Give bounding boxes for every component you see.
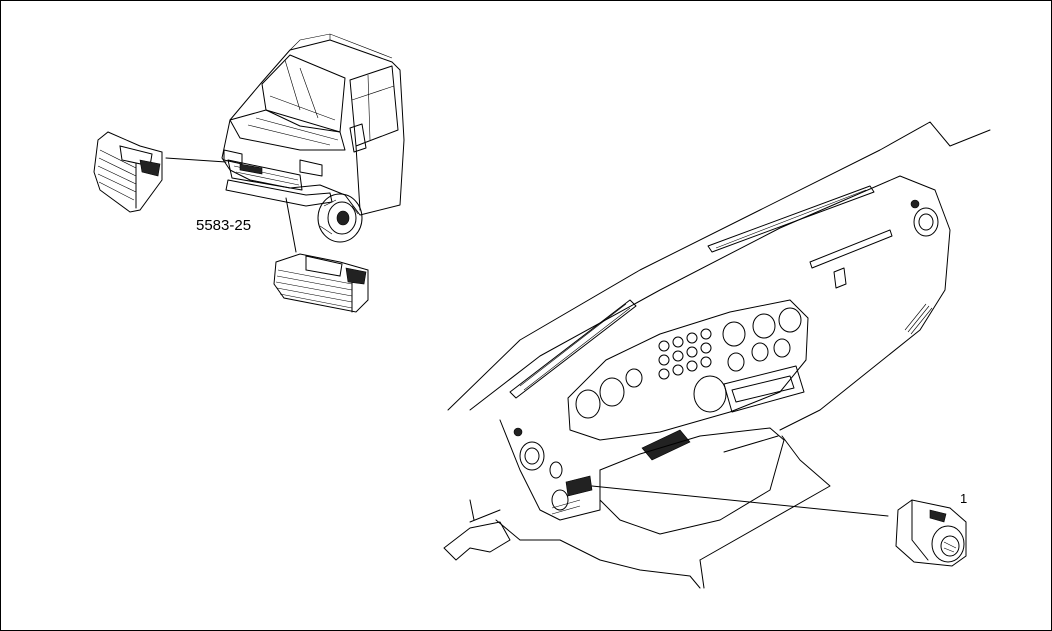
switch-part bbox=[895, 499, 967, 567]
leader-line bbox=[591, 485, 889, 517]
leader-line bbox=[285, 197, 297, 253]
van-illustration bbox=[221, 33, 405, 243]
leader-line bbox=[165, 157, 227, 163]
louvered-part-lower bbox=[273, 253, 369, 313]
dashboard-illustration bbox=[443, 121, 991, 589]
diagram-reference-code: 5583-25 bbox=[196, 217, 252, 234]
louvered-part-upper bbox=[93, 131, 163, 213]
warning-lamp-grid bbox=[658, 328, 712, 380]
callout-number-1: 1 bbox=[960, 491, 968, 506]
